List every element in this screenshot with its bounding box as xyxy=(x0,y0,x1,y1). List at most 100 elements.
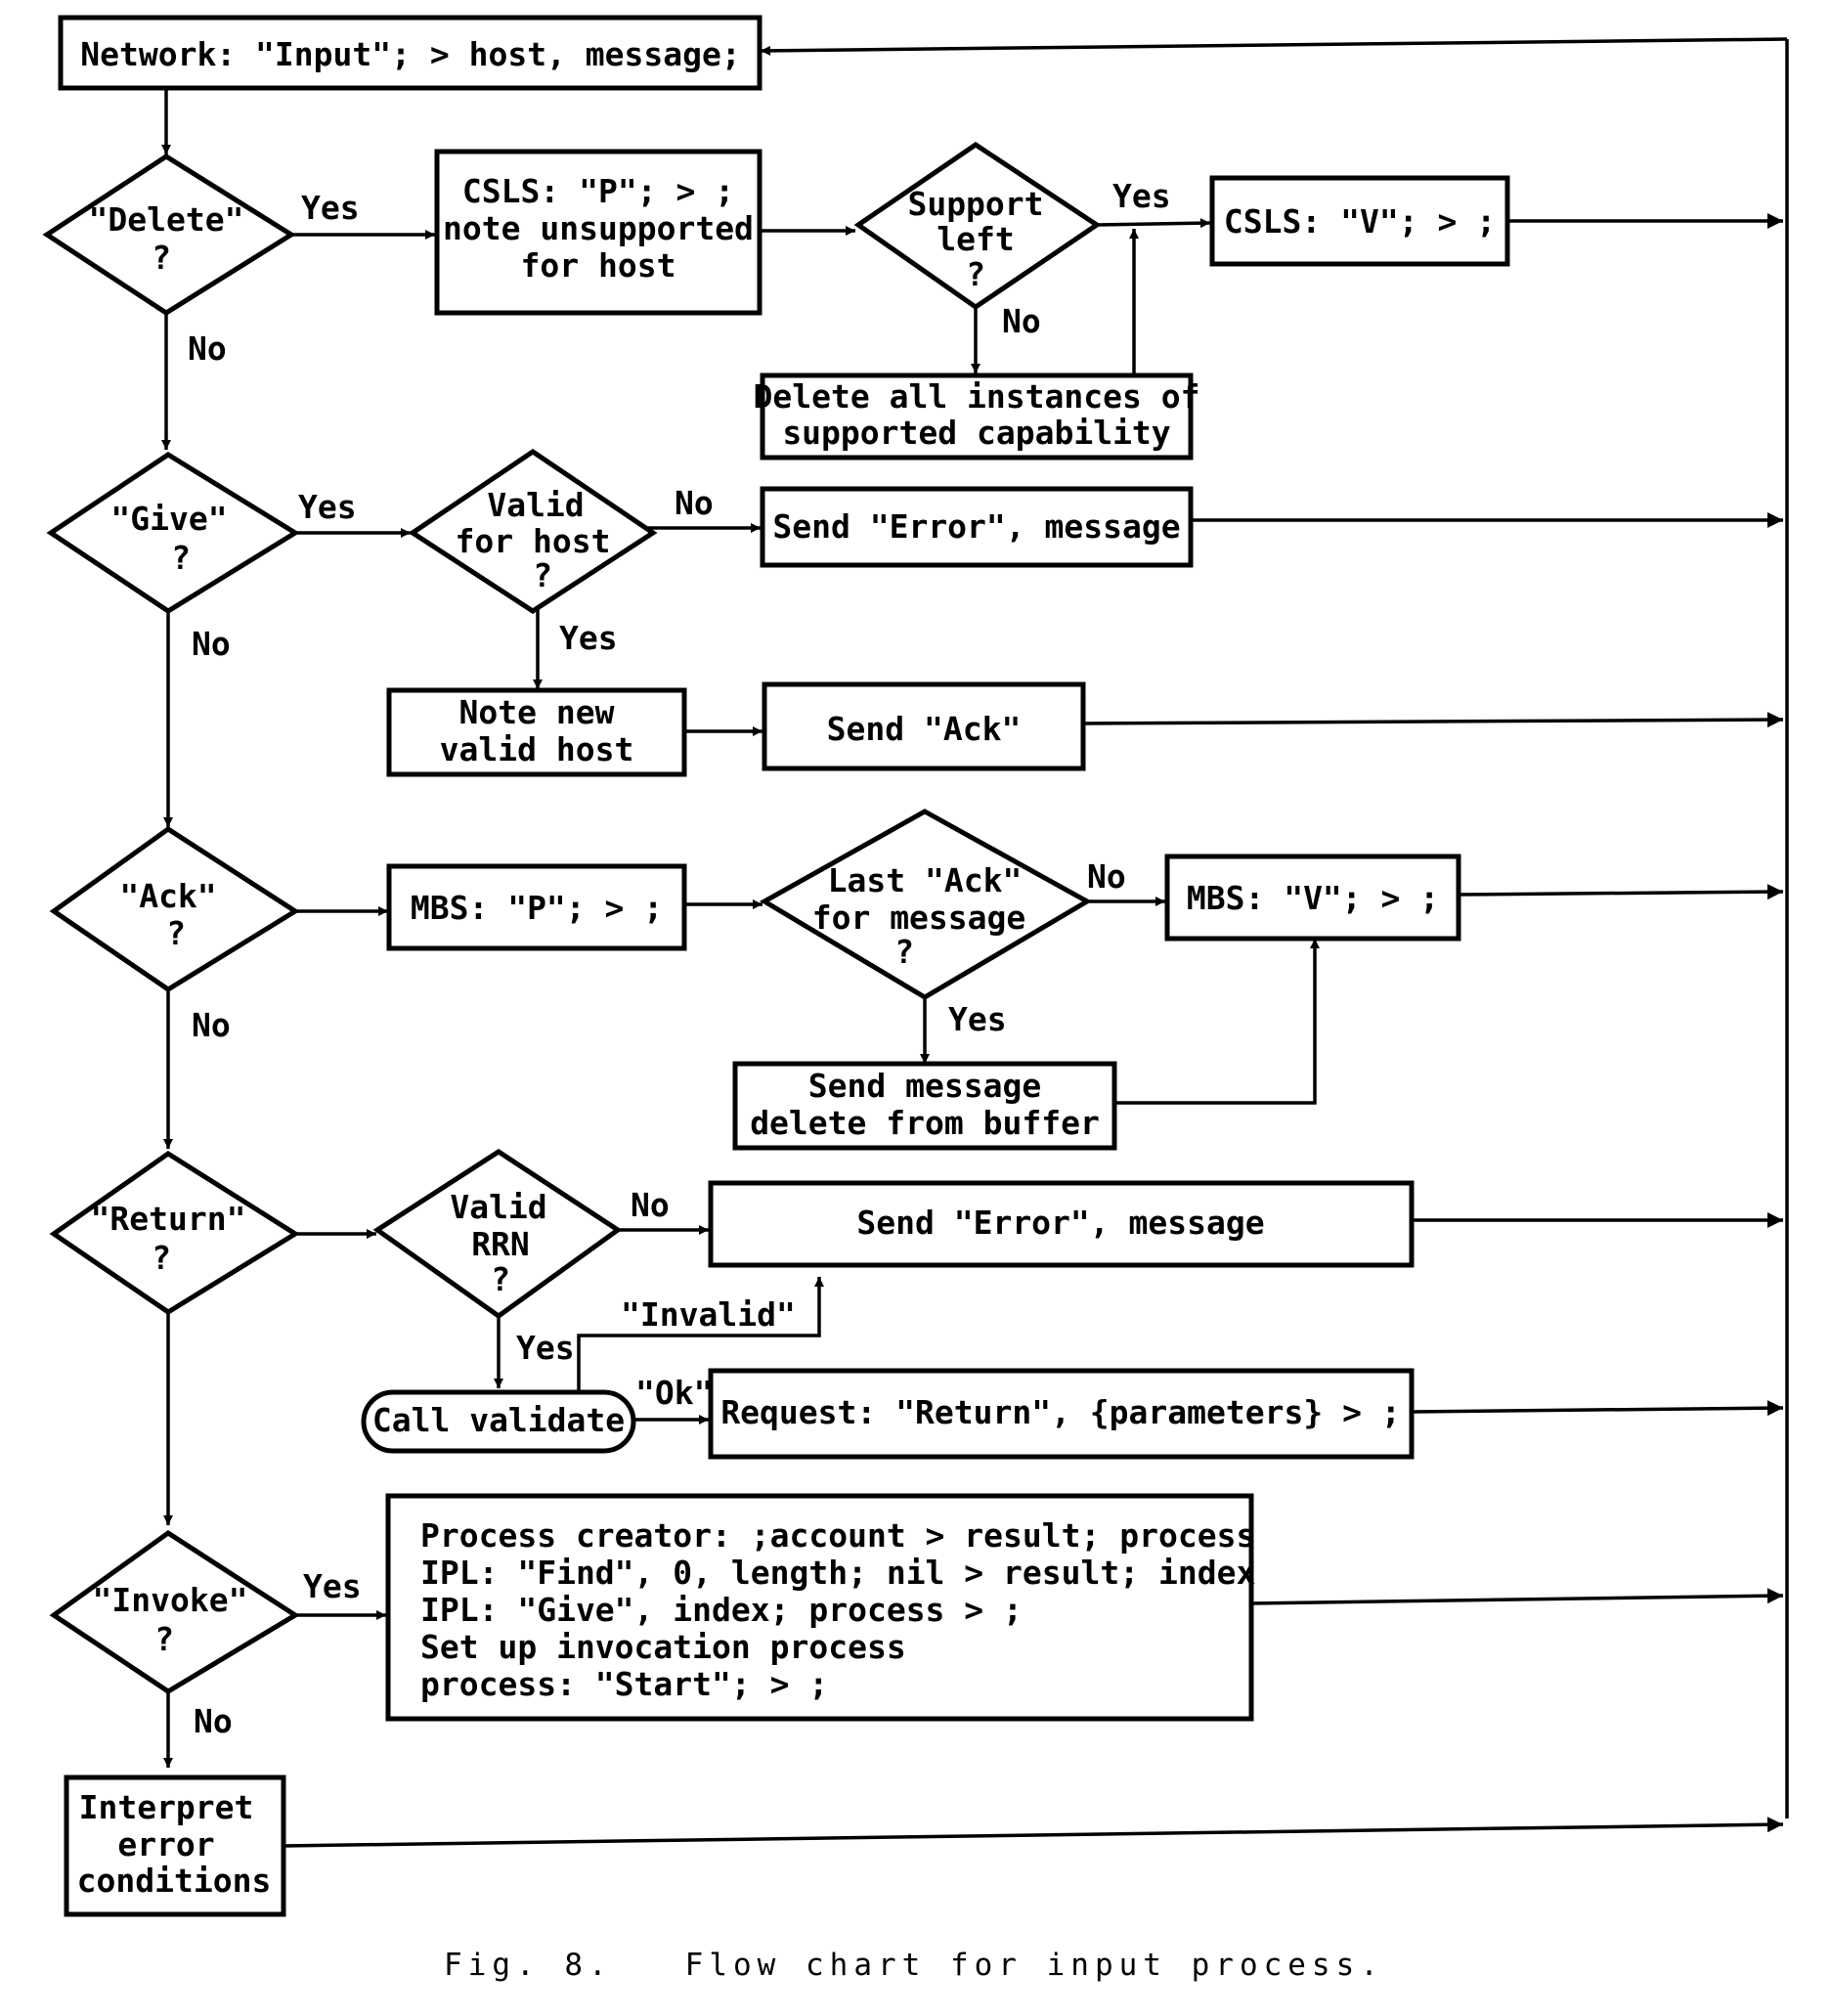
svg-text:"Invoke": "Invoke" xyxy=(93,1581,248,1619)
label-delete-no: No xyxy=(188,329,227,368)
svg-text:Note new: Note new xyxy=(459,693,615,731)
label-ack-no: No xyxy=(192,1006,231,1044)
svg-text:Send "Error", message: Send "Error", message xyxy=(772,507,1180,546)
node-send-error-2: Send "Error", message xyxy=(708,1180,1415,1268)
label-last-ack-yes: Yes xyxy=(948,1000,1007,1038)
arrow-send-ack-to-bus xyxy=(1082,712,1784,728)
figure-caption: Fig. 8. Flow chart for input process. xyxy=(444,1948,1384,1983)
node-delete-all-instances: Delete all instances of supported capabi… xyxy=(754,373,1200,460)
svg-text:Request: "Return", {parameters: Request: "Return", {parameters} > ; xyxy=(720,1393,1400,1431)
svg-text:for host: for host xyxy=(456,522,611,560)
svg-text:Set up invocation process: Set up invocation process xyxy=(420,1628,906,1666)
node-process-creator: Process creator: ;account > result; proc… xyxy=(385,1493,1255,1722)
svg-text:Delete all instances of: Delete all instances of xyxy=(754,377,1200,416)
svg-text:"Ack": "Ack" xyxy=(119,877,216,915)
svg-text:CSLS: "P"; > ;: CSLS: "P"; > ; xyxy=(462,172,734,210)
decision-invoke: "Invoke" ? xyxy=(49,1529,300,1694)
label-valid-rrn-yes: Yes xyxy=(516,1329,575,1367)
label-give-no: No xyxy=(192,625,231,663)
svg-text:IPL: "Give", index; process >: IPL: "Give", index; process > ; xyxy=(420,1591,1023,1629)
svg-text:Last "Ack": Last "Ack" xyxy=(828,861,1023,899)
node-csls-v: CSLS: "V"; > ; xyxy=(1209,175,1510,267)
svg-text:for host: for host xyxy=(521,246,676,285)
edge-labels: Yes No Yes No Yes No No Yes No No Yes No… xyxy=(188,177,1171,1740)
arrow-process-to-bus xyxy=(1250,1588,1784,1605)
svg-text:left: left xyxy=(937,220,1014,258)
label-support-yes: Yes xyxy=(1112,177,1171,215)
node-network-input-text: Network: "Input"; > host, message; xyxy=(80,35,741,73)
svg-text:?: ? xyxy=(154,1620,174,1658)
decision-valid-for-host: Valid for host ? xyxy=(408,448,658,614)
node-note-valid-host: Note new valid host xyxy=(386,687,687,777)
label-last-ack-no: No xyxy=(1087,857,1126,896)
svg-text:RRN: RRN xyxy=(471,1225,530,1263)
svg-text:Support: Support xyxy=(907,185,1043,223)
svg-text:IPL: "Find", 0, length; nil >: IPL: "Find", 0, length; nil > result; in… xyxy=(420,1554,1255,1592)
svg-text:Valid: Valid xyxy=(487,486,584,524)
label-valid-host-no: No xyxy=(675,484,714,522)
decision-support-left: Support left ? xyxy=(853,141,1102,311)
arrow-validate-invalid xyxy=(577,1277,824,1390)
svg-text:MBS: "V"; > ;: MBS: "V"; > ; xyxy=(1187,879,1439,917)
svg-text:Send "Ack": Send "Ack" xyxy=(827,710,1022,748)
svg-text:"Delete": "Delete" xyxy=(89,200,244,239)
svg-text:valid host: valid host xyxy=(440,730,634,768)
label-valid-rrn-no: No xyxy=(631,1186,670,1224)
decision-last-ack: Last "Ack" for message ? xyxy=(760,809,1093,1000)
node-send-error-1: Send "Error", message xyxy=(760,486,1194,568)
decision-delete: "Delete" ? xyxy=(42,153,296,316)
label-invalid: "Invalid" xyxy=(621,1295,796,1334)
decision-return: "Return" ? xyxy=(49,1150,300,1315)
svg-text:?: ? xyxy=(152,239,171,277)
label-invoke-no: No xyxy=(194,1702,233,1740)
decision-ack: "Ack" ? xyxy=(49,825,300,992)
svg-text:error: error xyxy=(117,1825,214,1863)
svg-text:Call validate: Call validate xyxy=(372,1401,625,1439)
node-call-validate: Call validate xyxy=(361,1389,636,1454)
label-delete-yes: Yes xyxy=(301,189,360,227)
arrow-interpret-to-bus xyxy=(283,1817,1784,1848)
node-request-return: Request: "Return", {parameters} > ; xyxy=(708,1368,1415,1460)
arrow-request-to-bus xyxy=(1411,1400,1784,1417)
svg-text:conditions: conditions xyxy=(77,1862,272,1900)
svg-text:?: ? xyxy=(171,539,191,577)
arrow-bus-to-network xyxy=(760,37,1788,56)
node-mbs-v: MBS: "V"; > ; xyxy=(1164,854,1461,942)
svg-text:CSLS: "V"; > ;: CSLS: "V"; > ; xyxy=(1224,202,1496,241)
decision-valid-rrn: Valid RRN ? xyxy=(372,1149,623,1320)
svg-text:?: ? xyxy=(533,556,552,594)
svg-text:delete from buffer: delete from buffer xyxy=(750,1104,1100,1142)
svg-text:Interpret: Interpret xyxy=(79,1788,254,1826)
label-ok: "Ok" xyxy=(635,1374,713,1412)
svg-text:"Give": "Give" xyxy=(110,500,227,538)
arrow-mbs-v-to-bus xyxy=(1458,884,1784,900)
svg-text:process: "Start"; > ;: process: "Start"; > ; xyxy=(420,1665,828,1703)
svg-text:Send message: Send message xyxy=(808,1067,1041,1105)
decision-give: "Give" ? xyxy=(46,452,300,614)
arrow-support-yes xyxy=(1096,218,1211,229)
svg-text:?: ? xyxy=(166,914,186,952)
node-csls-p: CSLS: "P"; > ; note unsupported for host xyxy=(434,149,762,316)
connectors xyxy=(161,37,1789,1848)
label-give-yes: Yes xyxy=(298,488,357,526)
svg-text:?: ? xyxy=(966,255,985,293)
arrow-send-msg-to-mbs-v xyxy=(1114,939,1320,1105)
svg-text:Valid: Valid xyxy=(450,1188,546,1226)
node-network-input: Network: "Input"; > host, message; xyxy=(58,15,762,91)
svg-text:for message: for message xyxy=(812,898,1026,937)
svg-text:"Return": "Return" xyxy=(91,1200,246,1238)
label-invoke-yes: Yes xyxy=(303,1567,362,1605)
svg-text:supported capability: supported capability xyxy=(782,414,1170,452)
node-mbs-p: MBS: "P"; > ; xyxy=(386,863,687,951)
svg-text:?: ? xyxy=(152,1239,171,1277)
svg-text:note unsupported: note unsupported xyxy=(443,209,754,247)
svg-text:?: ? xyxy=(894,933,914,971)
svg-text:MBS: "P"; > ;: MBS: "P"; > ; xyxy=(411,889,663,927)
node-send-ack: Send "Ack" xyxy=(762,681,1086,771)
label-support-no: No xyxy=(1002,302,1041,340)
svg-text:Send "Error", message: Send "Error", message xyxy=(856,1204,1264,1242)
node-send-message: Send message delete from buffer xyxy=(732,1061,1117,1151)
svg-text:Process creator: ;account > r: Process creator: ;account > result; proc… xyxy=(420,1516,1255,1555)
label-valid-host-yes: Yes xyxy=(559,619,618,657)
